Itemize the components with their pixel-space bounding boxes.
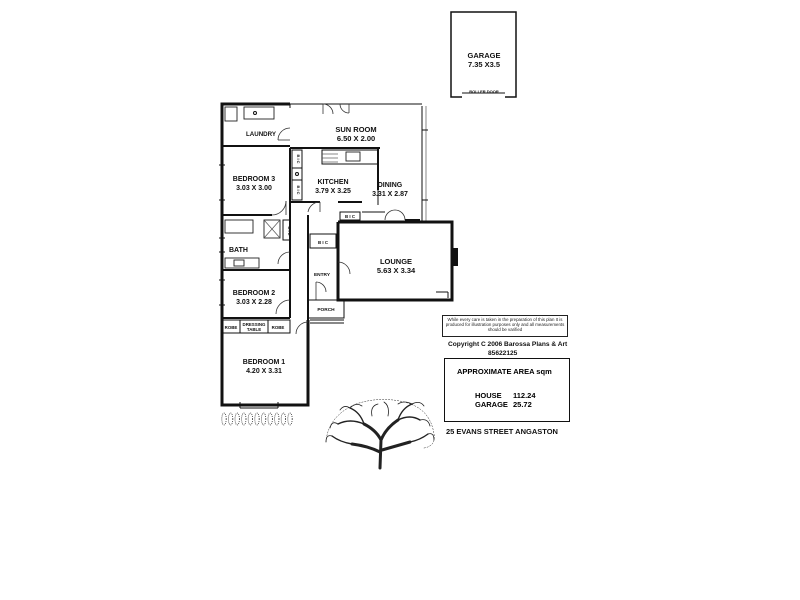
sun-room-label: SUN ROOM xyxy=(335,125,376,134)
shrub xyxy=(221,412,227,426)
lounge-label: LOUNGE xyxy=(380,257,412,266)
copyright-line: Copyright C 2006 Barossa Plans & Art xyxy=(448,341,568,348)
entry-label: ENTRY xyxy=(314,272,331,278)
laundry-bench xyxy=(243,106,275,120)
bathtub xyxy=(224,219,254,234)
bic-lounge-label: B I C xyxy=(345,214,356,219)
porch-outline xyxy=(307,299,345,319)
dressing-label: DRESSING xyxy=(243,322,267,327)
bath-label: BATH xyxy=(229,247,248,254)
fireplace-icon xyxy=(452,248,458,266)
bedroom-2: BEDROOM 2 3.03 X 2.28 xyxy=(219,279,291,315)
area-title: APPROXIMATE AREA sqm xyxy=(457,367,552,376)
bedroom-1: BEDROOM 1 4.20 X 3.31 xyxy=(239,359,286,409)
lounge: B I C LOUNGE 5.63 X 3.34 xyxy=(309,220,458,302)
kitchen: B I C B I C KITCHEN 3.79 X 3.25 xyxy=(290,149,379,213)
shrub xyxy=(254,412,260,426)
disclaimer-text: While every care is taken in the prepara… xyxy=(445,317,565,332)
sunroom-door xyxy=(322,103,334,115)
sun-room-dims: 6.50 X 2.00 xyxy=(337,134,375,143)
dining-label: DINING xyxy=(378,182,403,189)
area-house-value: 112.24 xyxy=(513,391,536,400)
roller-door-label: ROLLER DOOR xyxy=(469,89,499,94)
shrub xyxy=(274,412,280,426)
shrub xyxy=(228,412,234,426)
bedroom-3: BEDROOM 3 3.03 X 3.00 xyxy=(219,164,287,216)
dining-dims: 3.31 X 2.87 xyxy=(372,191,408,198)
disclaimer-box: While every care is taken in the prepara… xyxy=(442,315,568,337)
bedroom3-label: BEDROOM 3 xyxy=(233,176,276,183)
tree-illustration xyxy=(325,399,435,470)
bic-kitchen-bottom-label: B I C xyxy=(296,185,301,194)
laundry-tub xyxy=(224,106,238,122)
laundry: LAUNDRY xyxy=(224,106,291,141)
copyright-phone: 85622125 xyxy=(488,350,518,357)
area-house-row: HOUSE 112.24 xyxy=(475,391,536,400)
shrub xyxy=(234,412,240,426)
garage-dims: 7.35 X3.5 xyxy=(468,60,500,69)
area-summary-box: APPROXIMATE AREA sqm HOUSE 112.24 GARAGE 2… xyxy=(444,358,570,422)
shrub xyxy=(267,412,273,426)
sun-room: SUN ROOM 6.50 X 2.00 xyxy=(289,103,428,222)
shrub xyxy=(260,412,267,426)
shrub xyxy=(280,412,286,426)
bic-bath-label: B I C xyxy=(287,226,292,235)
bedroom2-label: BEDROOM 2 xyxy=(233,290,276,297)
robe-area: ROBE DRESSING TABLE ROBE xyxy=(221,319,309,335)
bedroom1-dims: 4.20 X 3.31 xyxy=(246,368,282,375)
bedroom3-dims: 3.03 X 3.00 xyxy=(236,185,272,192)
kitchen-label: KITCHEN xyxy=(317,179,348,186)
porch-label: PORCH xyxy=(317,307,335,313)
area-garage-label: GARAGE xyxy=(475,400,508,409)
property-address: 25 EVANS STREET ANGASTON xyxy=(446,427,558,436)
kitchen-bench-west xyxy=(291,149,303,201)
shrub xyxy=(287,412,293,426)
bedroom2-dims: 3.03 X 2.28 xyxy=(236,299,272,306)
bic-kitchen-top-label: B I C xyxy=(296,154,301,163)
bath: BATH B I C xyxy=(219,219,292,269)
bedroom1-label: BEDROOM 1 xyxy=(243,359,286,366)
entry-porch: ENTRY PORCH xyxy=(307,272,345,324)
area-house-label: HOUSE xyxy=(475,391,502,400)
kitchen-sink xyxy=(345,151,361,162)
kitchen-bench-north xyxy=(321,149,379,165)
dining: DINING 3.31 X 2.87 B I C xyxy=(339,182,420,221)
shrub xyxy=(241,412,247,426)
laundry-label: LAUNDRY xyxy=(246,131,277,138)
robe-left-label: ROBE xyxy=(225,325,238,330)
kitchen-dims: 3.79 X 3.25 xyxy=(315,188,351,195)
garage-label: GARAGE xyxy=(468,51,501,60)
area-garage-value: 25.72 xyxy=(513,400,532,409)
lounge-dims: 5.63 X 3.34 xyxy=(377,266,416,275)
table-label: TABLE xyxy=(247,327,261,332)
shrub-row-icon xyxy=(221,412,293,426)
copyright-block: Copyright C 2006 Barossa Plans & Art 856… xyxy=(448,340,588,358)
area-garage-row: GARAGE 25.72 xyxy=(475,400,532,409)
garage: GARAGE 7.35 X3.5 ROLLER DOOR xyxy=(450,11,517,99)
bic-hall-label: B I C xyxy=(318,240,329,245)
shrub xyxy=(247,412,253,426)
robe-right-label: ROBE xyxy=(272,325,285,330)
